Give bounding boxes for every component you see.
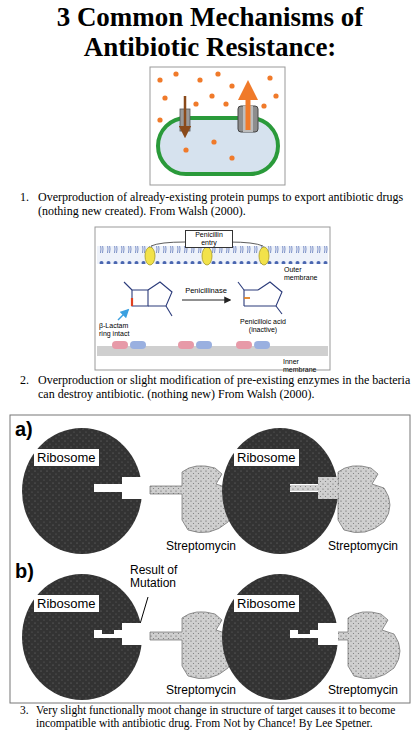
binding-slot xyxy=(94,630,124,638)
ribosome-figure xyxy=(10,415,410,703)
efflux-arrow xyxy=(246,90,251,130)
ribosome: Ribosome xyxy=(22,428,142,554)
opened-bond xyxy=(244,297,250,299)
item-number: 2. xyxy=(20,374,38,388)
ribosome-body xyxy=(22,428,142,554)
ribosome-body xyxy=(22,574,142,700)
molecule-label: Streptomycin xyxy=(328,684,408,698)
callout-label: Result of Mutation xyxy=(128,564,192,590)
molecule-label: Streptomycin xyxy=(166,540,246,554)
antibiotic-dots xyxy=(157,71,278,160)
porin xyxy=(145,247,155,265)
ribosome-shape xyxy=(222,574,338,700)
item-number: 3. xyxy=(20,704,36,717)
figure-label: Inner membrane xyxy=(283,358,329,374)
pointer-arrow xyxy=(118,310,128,320)
item-number: 1. xyxy=(20,191,38,205)
binding-notch xyxy=(122,623,142,645)
molecule-label: Streptomycin xyxy=(328,540,408,554)
ribosome: Ribosome xyxy=(222,574,338,700)
ribosome: Ribosome xyxy=(22,574,142,700)
binding-slot xyxy=(94,484,124,492)
mutation-bump xyxy=(102,629,114,634)
ribosome-label: Ribosome xyxy=(34,449,99,466)
entry-line xyxy=(151,242,185,246)
binding-notch xyxy=(318,477,338,499)
membrane-proteins xyxy=(112,341,270,349)
lactam-bond xyxy=(131,298,133,306)
figure-label: Penicilloic acid (inactive) xyxy=(234,318,292,334)
porin xyxy=(202,247,212,265)
description-text: Very slight functionally moot change in … xyxy=(36,704,414,729)
figure-label: Penicillinase xyxy=(182,287,230,296)
ribosome-shape xyxy=(222,428,338,554)
binding-notch xyxy=(318,623,338,645)
binding-slot xyxy=(290,630,320,638)
figure-label: β-Lactam ring intact xyxy=(99,322,141,338)
mutation-bump xyxy=(298,629,310,634)
figure-label: Penicillin entry xyxy=(185,230,233,248)
ribosome-label: Ribosome xyxy=(234,595,299,612)
ribosome: Ribosome xyxy=(222,428,338,554)
leader-line xyxy=(140,597,148,624)
description-text: Overproduction of already-existing prote… xyxy=(38,191,412,219)
panel-letter: b) xyxy=(15,560,45,583)
reaction-arrow xyxy=(182,299,230,300)
figure-label: Outer membrane xyxy=(284,266,328,282)
figure-frame xyxy=(10,415,410,703)
penicillin-structure xyxy=(124,282,172,316)
penicillinase-figure xyxy=(95,227,330,370)
ribosome-shape xyxy=(22,428,142,554)
ribosome-label: Ribosome xyxy=(234,449,299,466)
page-title: 3 Common Mechanisms of Antibiotic Resist… xyxy=(40,2,380,62)
panel-letter: a) xyxy=(15,418,45,441)
streptomycin-plug xyxy=(318,477,338,499)
figure-frame xyxy=(95,227,330,370)
penicilloic-structure xyxy=(238,282,282,314)
entry-line xyxy=(229,242,263,246)
figure-frame xyxy=(150,67,285,185)
description-text: Overproduction or slight modification of… xyxy=(38,374,412,402)
binding-notch xyxy=(122,477,142,499)
ribosome-label: Ribosome xyxy=(34,595,99,612)
molecule-label: Streptomycin xyxy=(166,684,246,698)
ribosome-shape xyxy=(22,574,142,700)
bacterial-cell xyxy=(158,118,278,174)
outer-membrane xyxy=(97,246,328,264)
pump-figure xyxy=(150,67,285,185)
porin xyxy=(259,247,269,265)
influx-arrow xyxy=(184,96,187,132)
